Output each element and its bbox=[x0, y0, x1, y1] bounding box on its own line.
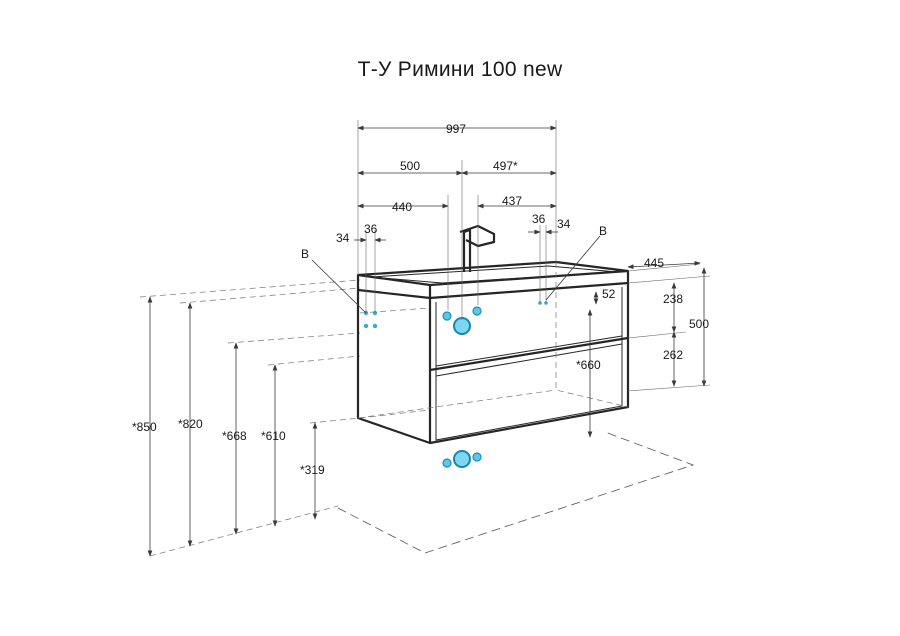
callout-b-right: B bbox=[599, 224, 607, 238]
faucet bbox=[459, 224, 496, 272]
dim-445: 445 bbox=[644, 256, 664, 270]
water-inlet-icon bbox=[472, 306, 482, 316]
wall-lines bbox=[139, 279, 431, 424]
callout-b-left: B bbox=[301, 247, 309, 261]
dim-34-right: 34 bbox=[557, 217, 571, 231]
right-dimensions: 445 52 238 262 500 *660 bbox=[576, 256, 711, 438]
water-inlet-icon bbox=[442, 458, 452, 468]
water-inlet-icon bbox=[442, 311, 452, 321]
dim-997: 997 bbox=[446, 122, 466, 136]
dim-500-height: 500 bbox=[689, 317, 709, 331]
dim-850: *850 bbox=[132, 420, 157, 434]
dim-500: 500 bbox=[400, 159, 420, 173]
dim-820: *820 bbox=[178, 417, 203, 431]
dim-668: *668 bbox=[222, 429, 247, 443]
dim-440: 440 bbox=[392, 200, 412, 214]
top-dimensions: 997 500 497* 440 437 34 36 36 34 bbox=[336, 120, 571, 320]
cabinet bbox=[356, 260, 630, 445]
dim-319: *319 bbox=[300, 463, 325, 477]
dim-238: 238 bbox=[663, 292, 683, 306]
dim-34-left: 34 bbox=[336, 231, 350, 245]
dim-36-left: 36 bbox=[364, 222, 378, 236]
drain-outlet-icon bbox=[453, 450, 471, 468]
water-inlet-icon bbox=[472, 452, 482, 462]
floor-plane bbox=[149, 431, 695, 557]
pipe-dot bbox=[372, 323, 378, 329]
dim-262: 262 bbox=[663, 348, 683, 362]
drawing-title: Т-У Римини 100 new bbox=[357, 58, 563, 81]
pipe-dot bbox=[363, 323, 369, 329]
dim-497: 497* bbox=[493, 159, 518, 173]
drain-outlet-icon bbox=[453, 317, 471, 335]
dim-52: 52 bbox=[602, 287, 616, 301]
dim-437: 437 bbox=[502, 194, 522, 208]
pipe-markers bbox=[363, 301, 548, 468]
dim-610: *610 bbox=[261, 429, 286, 443]
callouts: B B bbox=[301, 224, 607, 314]
dim-660: *660 bbox=[576, 358, 601, 372]
dim-36-right: 36 bbox=[532, 212, 546, 226]
left-dimensions: *850 *820 *668 *610 *319 bbox=[132, 296, 325, 557]
